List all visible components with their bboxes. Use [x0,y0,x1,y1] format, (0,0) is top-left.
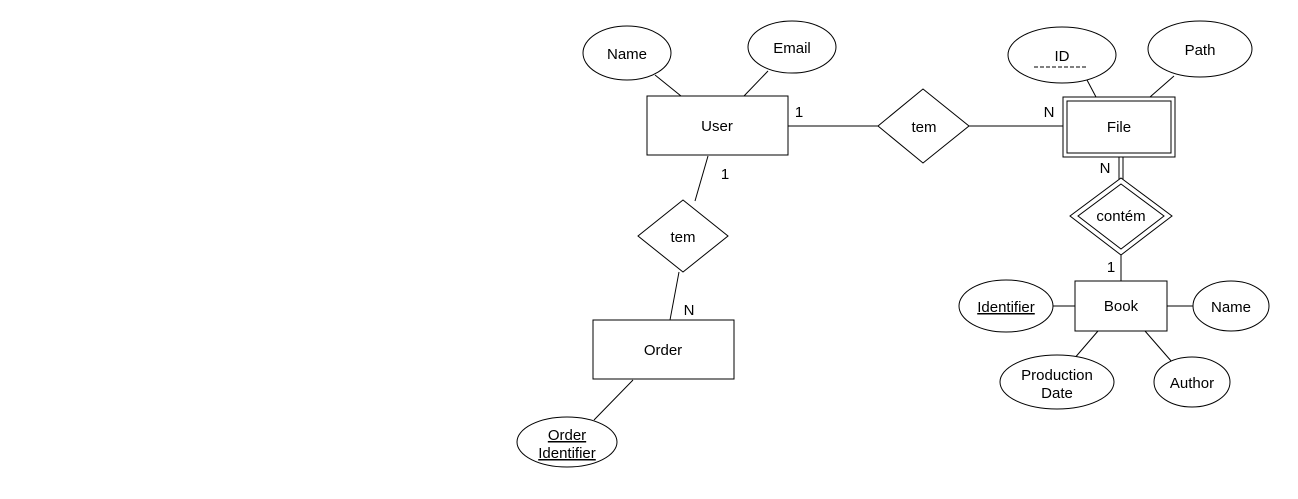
relationship-user-order-label: tem [670,229,695,246]
attribute-user-name-label: Name [607,46,647,63]
attribute-user-email[interactable]: Email [747,20,837,74]
entity-book[interactable]: Book [1074,280,1168,332]
cardinalities: 1 N 1 N N 1 [684,104,1116,319]
edge-book-production-date [1072,330,1099,361]
attribute-file-id-label: ID [1055,48,1070,65]
attribute-order-identifier-line2: Identifier [538,445,596,462]
cardinality-user-file-file-side: N [1044,104,1055,121]
edge-file-path [1149,75,1175,98]
edge-book-author [1144,330,1173,363]
cardinality-file-book-book-side: 1 [1107,259,1115,276]
cardinality-user-order-user-side: 1 [721,166,729,183]
relationship-file-book-label: contém [1096,208,1145,225]
edge-user-email [743,70,769,97]
attribute-book-production-date[interactable]: Production Date [999,354,1115,410]
attribute-book-production-date-line2: Date [1041,385,1073,402]
attribute-order-identifier[interactable]: Order Identifier [516,416,618,468]
attribute-book-identifier-label: Identifier [977,299,1035,316]
entity-file[interactable]: File [1062,96,1176,158]
entity-book-label: Book [1104,298,1139,315]
attribute-user-email-label: Email [773,40,811,57]
edge-user-name [654,74,682,97]
connectors [593,70,1194,421]
cardinality-user-order-order-side: N [684,302,695,319]
attribute-book-author[interactable]: Author [1153,356,1231,408]
entity-order-label: Order [644,342,682,359]
entity-file-label: File [1107,119,1131,136]
relationship-user-order[interactable]: tem [637,199,729,273]
edge-order-identifier [593,379,634,421]
edge-user-tem-order [694,155,709,202]
entity-user[interactable]: User [646,95,789,156]
attribute-book-name[interactable]: Name [1192,280,1270,332]
attribute-book-production-date-line1: Production [1021,367,1093,384]
attribute-book-name-label: Name [1211,299,1251,316]
relationship-file-book[interactable]: contém [1069,177,1173,256]
edge-tem-order [669,271,680,321]
edge-file-id [1086,79,1097,98]
relationship-user-file-label: tem [911,119,936,136]
entity-order[interactable]: Order [592,319,735,380]
cardinality-file-book-file-side: N [1100,160,1111,177]
attribute-book-identifier[interactable]: Identifier [958,279,1054,333]
attribute-file-path-label: Path [1185,42,1216,59]
relationship-user-file[interactable]: tem [877,88,970,164]
attribute-file-path[interactable]: Path [1147,20,1253,78]
cardinality-user-file-user-side: 1 [795,104,803,121]
attribute-order-identifier-line1: Order [548,427,586,444]
attribute-user-name[interactable]: Name [582,25,672,81]
attribute-book-author-label: Author [1170,375,1214,392]
attribute-file-id[interactable]: ID [1007,26,1117,84]
entity-user-label: User [701,118,733,135]
